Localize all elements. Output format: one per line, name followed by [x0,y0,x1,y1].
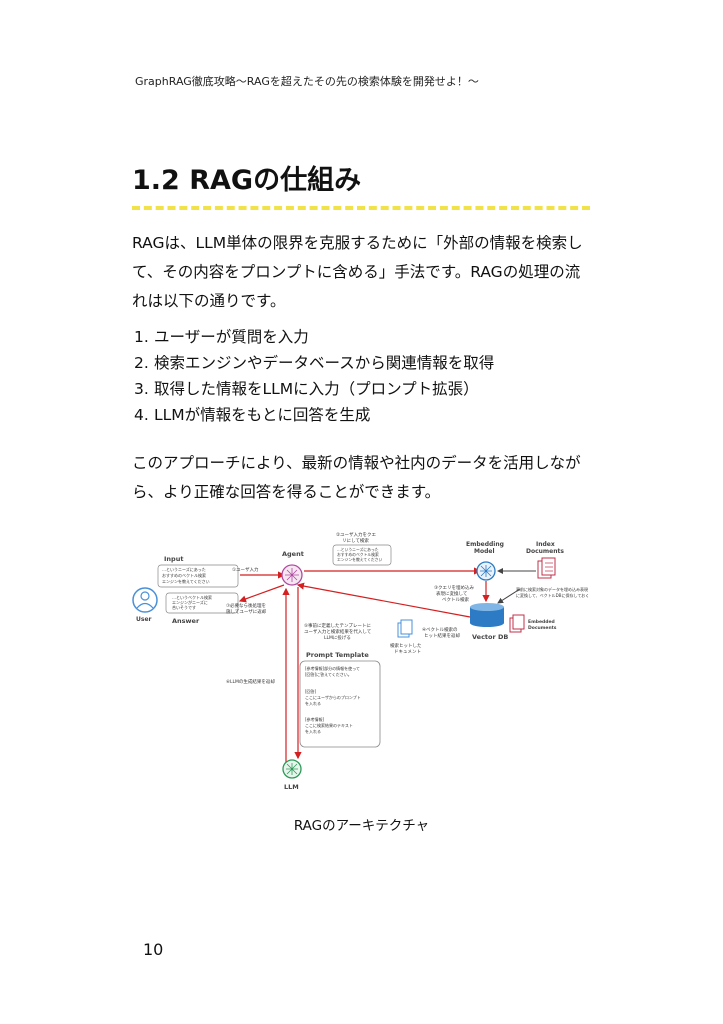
svg-text:ドキュメント: ドキュメント [394,650,421,655]
svg-text:Documents: Documents [526,548,564,555]
svg-text:[回答]に答えてください。: [回答]に答えてください。 [305,671,352,677]
svg-text:…というベクトル検索: …というベクトル検索 [172,594,212,600]
svg-text:表現に変換して: 表現に変換して [436,590,467,597]
svg-text:を入れる: を入れる [305,700,321,706]
vector-db-icon [470,603,504,627]
llm-icon [282,759,302,779]
agent-icon [281,564,303,586]
svg-text:Model: Model [474,548,495,555]
user-icon [132,587,158,613]
index-documents-icon [537,557,556,579]
svg-text:ここに検索結果のテキスト: ここに検索結果のテキスト [305,722,353,728]
rag-architecture-diagram: User Input …というニーズにあった おすすめのベクトル検索 エンジンを… [128,523,598,798]
svg-text:ここにユーザからのプロンプト: ここにユーザからのプロンプト [305,694,361,700]
svg-text:に変換して、ベクトルDBに保存しておく: に変換して、ベクトルDBに保存しておく [516,592,589,598]
step1-label: ①ユーザ入力 [232,566,259,573]
step4-label: ④ベクトル検索の [422,626,458,633]
running-header: GraphRAG徹底攻略〜RAGを超えたその先の検索体験を開発せよ！〜 [135,75,479,88]
index-label: Index [536,541,555,548]
svg-text:おすすめのベクトル検索: おすすめのベクトル検索 [337,552,379,557]
step7-label: ⑦必要なら後処理を [226,602,266,609]
svg-text:合いそうです: 合いそうです [172,604,196,610]
section-title: 1.2 RAGの仕組み [132,165,362,196]
index-note: 事前に検索対象のデータを埋め込み表現 [516,586,588,592]
arrow-vectordb-agent [296,582,471,618]
svg-text:おすすめのベクトル検索: おすすめのベクトル検索 [162,572,206,578]
intro-line: て、その内容をプロンプトに含める」手法です。RAGの処理の流 [132,263,581,281]
svg-text:LLMに投げる: LLMに投げる [324,634,351,641]
step-item: 2.検索エンジンやデータベースから関連情報を取得 [134,354,495,372]
svg-text:エンジンを教えてください: エンジンを教えてください [162,578,210,584]
llm-label: LLM [284,783,299,791]
agent-label: Agent [282,550,304,558]
svg-text:ヒット結果を返却: ヒット結果を返却 [424,632,460,639]
page-number: 10 [143,940,164,959]
arrow-index-vectordb [497,588,521,604]
svg-text:…というニーズにあった: …というニーズにあった [162,566,206,572]
svg-text:エンジンがニーズに: エンジンがニーズに [172,599,208,605]
svg-text:リにして検索: リにして検索 [342,537,369,544]
svg-text:施してユーザに返却: 施してユーザに返却 [226,608,267,615]
svg-text:ユーザ入力と検索結果を代入して: ユーザ入力と検索結果を代入して [304,628,371,635]
step6-label: ⑥LLMの生成結果を返却 [226,678,275,685]
step-item: 3.取得した情報をLLMに入力（プロンプト拡張） [134,380,479,398]
step-item: 4.LLMが情報をもとに回答を生成 [134,406,371,424]
title-underline [132,206,590,210]
user-label: User [136,616,152,623]
closing-paragraph: このアプローチにより、最新の情報や社内のデータを活用しなが ら、より正確な回答を… [132,449,594,507]
hit-docs-label: 検索ヒットした [390,642,422,649]
embedding-label: Embedding [466,541,504,548]
step-item: 1.ユーザーが質問を入力 [134,328,309,346]
step2-label: ②ユーザ入力をクエ [336,531,376,538]
svg-text:…というニーズにあった: …というニーズにあった [337,547,379,552]
arrow-answer [238,584,285,603]
input-label: Input [164,555,183,563]
hit-documents-icon [397,619,413,638]
svg-text:[参考情報]: [参考情報] [305,716,325,722]
closing-line: ら、より正確な回答を得ることができます。 [132,483,441,501]
closing-line: このアプローチにより、最新の情報や社内のデータを活用しなが [132,454,581,472]
svg-text:[回答]: [回答] [305,688,317,694]
input-bubble: …というニーズにあった おすすめのベクトル検索 エンジンを教えてください [157,564,239,588]
prompt-template-title: Prompt Template [306,651,369,659]
svg-text:Documents: Documents [528,625,557,631]
intro-paragraph: RAGは、LLM単体の限界を克服するために「外部の情報を検索し て、その内容をプ… [132,229,594,316]
answer-bubble: …というベクトル検索 エンジンがニーズに 合いそうです [165,592,239,614]
svg-text:を入れる: を入れる [305,728,321,734]
diagram-svg: User Input …というニーズにあった おすすめのベクトル検索 エンジンを… [132,531,589,791]
answer-label: Answer [172,617,200,625]
svg-text:ベクトル検索: ベクトル検索 [442,596,469,603]
prompt-template-box: [参考情報]部分の情報を使って [回答]に答えてください。 [回答] ここにユー… [299,660,381,748]
step3-label: ③クエリを埋め込み [434,584,475,591]
intro-line: れは以下の通りです。 [132,292,286,310]
step5-label: ⑤事前に定義したテンプレートに [304,622,371,629]
rag-steps-list: 1.ユーザーが質問を入力 2.検索エンジンやデータベースから関連情報を取得 3.… [134,324,494,428]
svg-text:エンジンを教えてください: エンジンを教えてください [337,557,382,562]
embedding-model-icon [476,561,496,581]
intro-line: RAGは、LLM単体の限界を克服するために「外部の情報を検索し [132,234,583,252]
agent-query-bubble: …というニーズにあった おすすめのベクトル検索 エンジンを教えてください [332,544,392,566]
svg-text:[参考情報]部分の情報を使って: [参考情報]部分の情報を使って [305,665,360,671]
figure-caption: RAGのアーキテクチャ [293,818,430,834]
embedded-documents-icon [509,614,525,633]
vector-db-label: Vector DB [472,633,508,641]
embedded-label: Embedded [528,619,555,625]
